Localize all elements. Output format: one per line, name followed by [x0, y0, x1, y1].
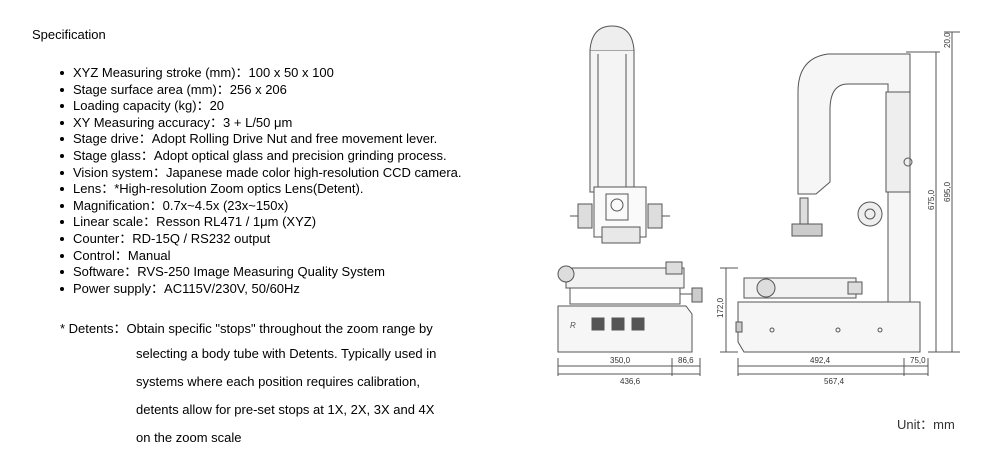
dim-top-offset: 20,0	[943, 32, 952, 48]
unit-label: Unit：mm	[897, 417, 955, 432]
dim-front-width: 350,0	[610, 356, 631, 365]
detents-note-line: detents allow for pre-set stops at 1X, 2…	[136, 402, 435, 417]
dim-side-rear: 75,0	[910, 356, 926, 365]
side-view-drawing	[720, 31, 960, 376]
detents-note-line: on the zoom scale	[136, 430, 242, 445]
spec-item: XY Measuring accuracy：3 + L/50 μm	[60, 115, 462, 132]
dim-column-height: 675,0	[927, 189, 936, 210]
machine-dimension-drawing: R	[557, 25, 960, 386]
spec-item: Software：RVS-250 Image Measuring Quality…	[60, 264, 462, 281]
dim-base-height: 172,0	[716, 297, 725, 318]
spec-item: Power supply：AC115V/230V, 50/60Hz	[60, 281, 462, 298]
spec-item: Control：Manual	[60, 248, 462, 265]
spec-item: Loading capacity (kg)：20	[60, 98, 462, 115]
dim-total-height: 695,0	[943, 181, 952, 202]
dim-front-side: 86,6	[678, 356, 694, 365]
spec-item: Stage surface area (mm)：256 x 206	[60, 82, 462, 99]
detents-note-line: systems where each position requires cal…	[136, 374, 420, 389]
spec-item: Lens：*High-resolution Zoom optics Lens(D…	[60, 181, 462, 198]
spec-item: Stage glass：Adopt optical glass and prec…	[60, 148, 462, 165]
spec-item: Linear scale：Resson RL471 / 1μm (XYZ)	[60, 214, 462, 231]
front-view-drawing: R	[557, 25, 703, 376]
spec-item: XYZ Measuring stroke (mm)：100 x 50 x 100	[60, 65, 462, 82]
dim-front-total: 436,6	[620, 377, 641, 386]
spec-item: Stage drive：Adopt Rolling Drive Nut and …	[60, 131, 462, 148]
dim-side-width: 492,4	[810, 356, 831, 365]
detents-note-line: selecting a body tube with Detents. Typi…	[136, 346, 437, 361]
svg-text:R: R	[570, 321, 576, 330]
spec-list: XYZ Measuring stroke (mm)：100 x 50 x 100…	[60, 65, 462, 297]
dim-side-total: 567,4	[824, 377, 845, 386]
spec-item: Magnification：0.7x~4.5x (23x~150x)	[60, 198, 462, 215]
spec-item: Vision system：Japanese made color high-r…	[60, 165, 462, 182]
detents-note-heading: * Detents：Obtain specific "stops" throug…	[60, 321, 433, 336]
section-heading: Specification	[32, 27, 106, 42]
spec-item: Counter：RD-15Q / RS232 output	[60, 231, 462, 248]
